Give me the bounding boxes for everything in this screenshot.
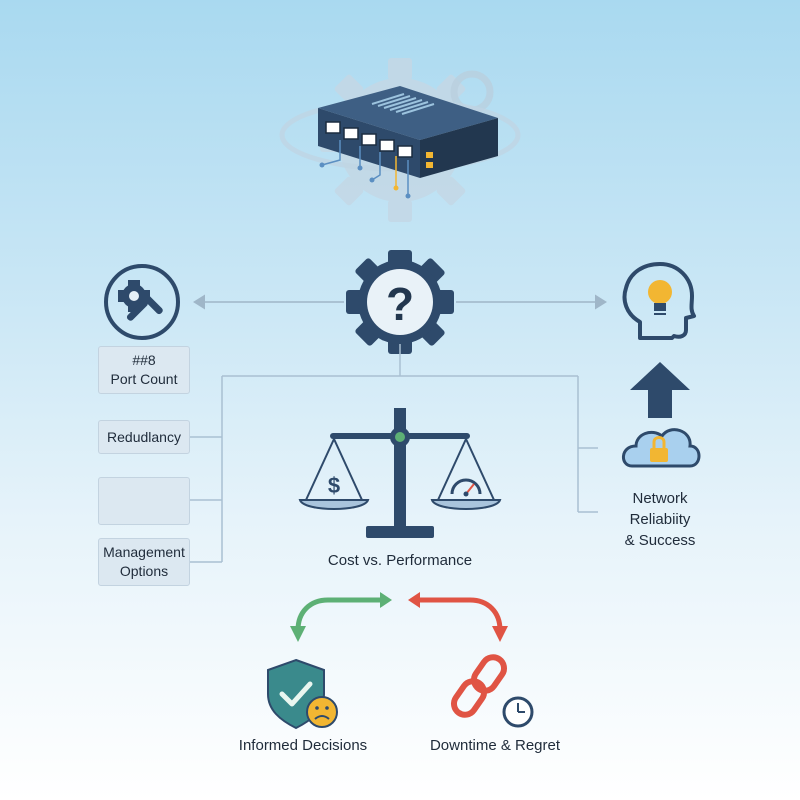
management-line1: Management [103,544,185,560]
network-switch-icon [318,86,498,199]
redundancy-label: Redudlancy [107,428,181,445]
management-box: Management Options [98,538,190,586]
speedometer-icon [450,478,482,497]
management-line2: Options [119,563,169,579]
port-count-box: ##8 Port Count [98,346,190,394]
tree-connectors [190,344,598,563]
balance-label: Cost vs. Performance [327,552,473,569]
cloud-lock-icon [622,428,701,468]
good-path-arrow [295,597,384,631]
question-gear-icon: ? [346,250,454,354]
up-arrow-icon [630,362,690,418]
dollar-icon: $ [328,473,340,498]
reliability-line2: Reliabiity [629,511,691,528]
reliability-label: Network Reliabiity & Success [600,488,720,551]
port-count-value: ##8 [132,352,156,368]
downtime-regret-label: Downtime & Regret [429,737,561,754]
tools-icon [104,264,180,340]
informed-decisions-label: Informed Decisions [238,737,368,754]
balance-scale-icon: $ [298,408,502,538]
inspection-box [98,477,190,525]
reliability-line1: Network [632,490,688,507]
broken-chain-icon [450,654,508,718]
sad-face-icon [306,696,338,728]
clock-icon [502,696,534,728]
bad-path-arrow [416,597,503,631]
reliability-line3: & Success [624,532,696,549]
redundancy-box: Redudlancy [98,420,190,454]
svg-text:?: ? [386,278,414,330]
head-lightbulb-icon [622,262,696,340]
port-count-label: Port Count [110,371,178,387]
